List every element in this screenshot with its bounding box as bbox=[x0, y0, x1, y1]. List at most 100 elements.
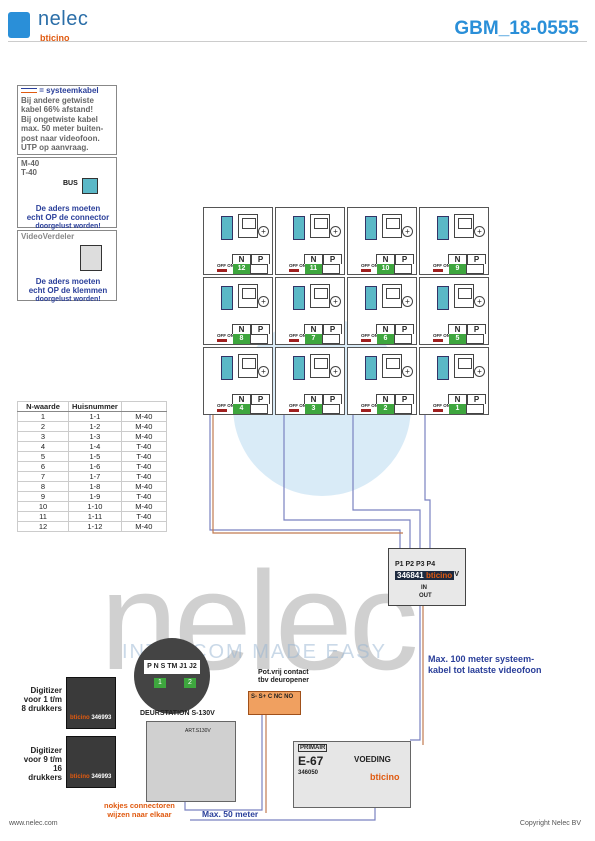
distributor-out: OUT bbox=[419, 593, 432, 599]
m40-title: M-40 bbox=[21, 159, 40, 168]
digitizer1-label: Digitizer voor 1 t/m 8 drukkers bbox=[21, 686, 62, 713]
digitizer2-module: bticino 346993 bbox=[66, 736, 116, 788]
offon-label: OFF ON bbox=[289, 333, 306, 338]
offon-switch bbox=[217, 269, 227, 272]
offon-label: OFF ON bbox=[361, 263, 378, 268]
offon-switch bbox=[433, 339, 443, 342]
offon-label: OFF ON bbox=[361, 333, 378, 338]
offon-switch bbox=[289, 269, 299, 272]
connector-icon bbox=[365, 286, 377, 310]
n-value-box: 11 bbox=[305, 264, 340, 274]
n-value: 3 bbox=[305, 404, 322, 414]
brand-sub: bticino bbox=[40, 33, 70, 43]
doorstation-s130v: ART.S130V bbox=[146, 721, 236, 802]
connector-icon bbox=[293, 286, 305, 310]
monitor-icon bbox=[238, 214, 258, 238]
button-icon: + bbox=[402, 226, 413, 237]
connector-icon bbox=[293, 356, 305, 380]
connector-icon bbox=[293, 216, 305, 240]
header-divider bbox=[8, 41, 587, 42]
bus-label: BUS bbox=[63, 180, 78, 187]
note-line: Bij andere getwiste bbox=[21, 95, 94, 105]
n-value-box: 10 bbox=[377, 264, 412, 274]
n-value: 5 bbox=[449, 334, 466, 344]
power-supply-346050: PRIMAIR E-67 VOEDING 346050 bticino bbox=[293, 741, 411, 808]
note-line: UTP op aanvraag. bbox=[21, 143, 89, 152]
voeding-code: 346050 bbox=[298, 770, 319, 776]
n-value-box: 9 bbox=[449, 264, 484, 274]
button-icon: + bbox=[402, 296, 413, 307]
pot-contact-terminal: S- S+ C NC NO bbox=[248, 691, 301, 715]
dip-switch-zoom: P N S TM J1 J2 1 2 bbox=[134, 638, 210, 714]
brand-name: nelec bbox=[38, 8, 89, 30]
offon-switch bbox=[361, 339, 371, 342]
offon-switch bbox=[289, 339, 299, 342]
n-value: 11 bbox=[305, 264, 322, 274]
n-value: 7 bbox=[305, 334, 322, 344]
nelec-logo-icon bbox=[8, 12, 30, 38]
dip-labels: P N S TM J1 J2 bbox=[144, 660, 200, 674]
offon-label: OFF ON bbox=[361, 403, 378, 408]
connector-icon bbox=[437, 356, 449, 380]
connector-icon bbox=[365, 216, 377, 240]
n-value-box: 12 bbox=[233, 264, 268, 274]
offon-label: OFF ON bbox=[433, 333, 450, 338]
button-icon: + bbox=[474, 296, 485, 307]
connector-icon bbox=[365, 356, 377, 380]
offon-label: OFF ON bbox=[433, 263, 450, 268]
button-icon: + bbox=[258, 226, 269, 237]
monitor-icon bbox=[310, 214, 330, 238]
button-icon: + bbox=[258, 366, 269, 377]
footer-copyright: Copyright Nelec BV bbox=[519, 820, 581, 827]
footer-url: www.nelec.com bbox=[9, 820, 58, 827]
monitor-icon bbox=[382, 284, 402, 308]
offon-switch bbox=[433, 269, 443, 272]
voeding-brand: bticino bbox=[370, 772, 400, 782]
note-line: post naar videofoon. bbox=[21, 133, 100, 143]
distributor-in: IN bbox=[421, 585, 427, 591]
n-value: 6 bbox=[377, 334, 394, 344]
voeding-title: VOEDING bbox=[354, 755, 391, 764]
n-value-box: 4 bbox=[233, 404, 268, 414]
button-icon: + bbox=[330, 366, 341, 377]
n-value-box: 8 bbox=[233, 334, 268, 344]
n-value: 9 bbox=[449, 264, 466, 274]
n-value: 12 bbox=[233, 264, 250, 274]
connector-icon bbox=[221, 356, 233, 380]
note-line: Bij ongetwiste kabel bbox=[21, 114, 98, 124]
n-value: 10 bbox=[377, 264, 394, 274]
document-code: GBM_18-0555 bbox=[454, 18, 579, 39]
cable-legend: = systeemkabel bbox=[21, 86, 113, 96]
max50-note: Max. 50 meter bbox=[202, 809, 259, 819]
monitor-icon bbox=[382, 214, 402, 238]
table-cell: M-40 bbox=[120, 521, 167, 532]
n-value: 4 bbox=[233, 404, 250, 414]
n-value: 2 bbox=[377, 404, 394, 414]
button-icon: + bbox=[402, 366, 413, 377]
button-icon: + bbox=[474, 226, 485, 237]
offon-switch bbox=[217, 339, 227, 342]
dip-num-1: 1 bbox=[154, 678, 166, 688]
